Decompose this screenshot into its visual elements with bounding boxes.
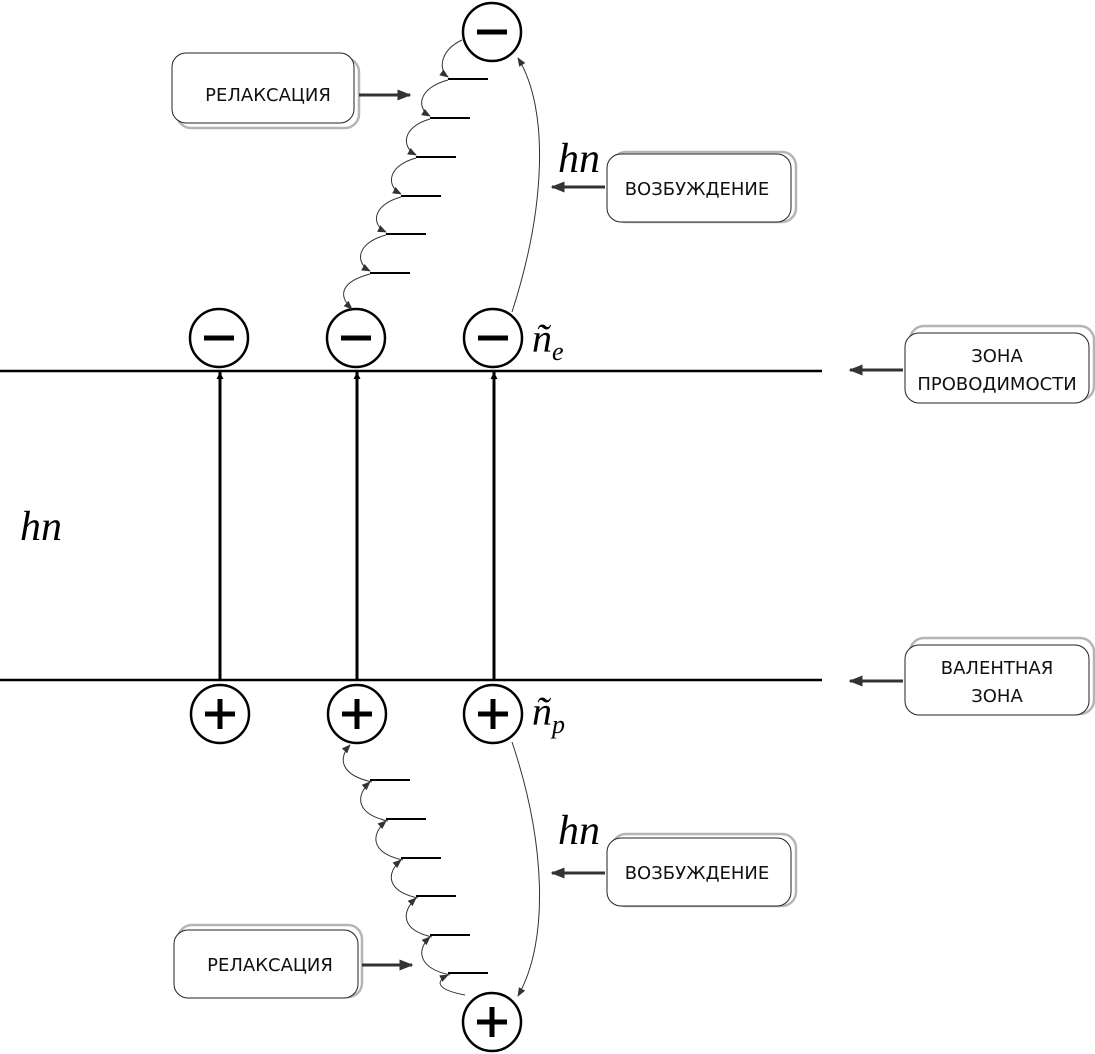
hn-label-bottom: hn	[558, 808, 600, 854]
excitation-box-bottom: ВОЗБУЖДЕНИЕ	[606, 832, 798, 908]
electron-2	[325, 307, 387, 369]
relaxation-box-top: РЕЛАКСАЦИЯ	[171, 52, 361, 130]
n-hole-subscript: p	[550, 710, 565, 739]
n-hole-label: ñp	[532, 689, 565, 739]
hole-1	[189, 683, 251, 745]
valence-label-line2: ЗОНА	[971, 686, 1023, 707]
valence-band-box: ВАЛЕНТНАЯ ЗОНА	[904, 636, 1095, 716]
conduction-label-line1: ЗОНА	[971, 346, 1023, 367]
excitation-box-top: ВОЗБУЖДЕНИЕ	[606, 150, 798, 224]
relaxation-box-bottom: РЕЛАКСАЦИЯ	[173, 923, 364, 999]
relaxation-label-bottom: РЕЛАКСАЦИЯ	[207, 955, 333, 976]
lower-excitation-curve	[511, 741, 541, 997]
upper-relaxation-ladder	[343, 39, 488, 310]
n-electron-subscript: e	[552, 337, 564, 366]
conduction-band-box: ЗОНА ПРОВОДИМОСТИ	[904, 324, 1095, 404]
interband-transitions	[216, 372, 498, 680]
hn-label-gap: hn	[20, 504, 62, 550]
hole-3	[462, 683, 524, 745]
valence-label-line1: ВАЛЕНТНАЯ	[941, 658, 1053, 679]
n-electron-symbol: ñ	[532, 316, 552, 361]
hole-excited	[461, 991, 523, 1053]
excitation-label-bottom: ВОЗБУЖДЕНИЕ	[625, 863, 770, 884]
upper-excitation-curve	[511, 57, 541, 313]
n-hole-symbol: ñ	[532, 689, 552, 734]
relaxation-label-top: РЕЛАКСАЦИЯ	[205, 85, 331, 106]
electron-excited	[461, 1, 523, 63]
hole-2	[326, 683, 388, 745]
electron-3	[462, 307, 524, 369]
hn-label-top: hn	[558, 136, 600, 182]
n-electron-label: ñe	[532, 316, 564, 366]
lower-relaxation-ladder	[341, 744, 488, 996]
excitation-label-top: ВОЗБУЖДЕНИЕ	[625, 179, 770, 200]
electron-1	[188, 307, 250, 369]
conduction-label-line2: ПРОВОДИМОСТИ	[917, 374, 1076, 395]
